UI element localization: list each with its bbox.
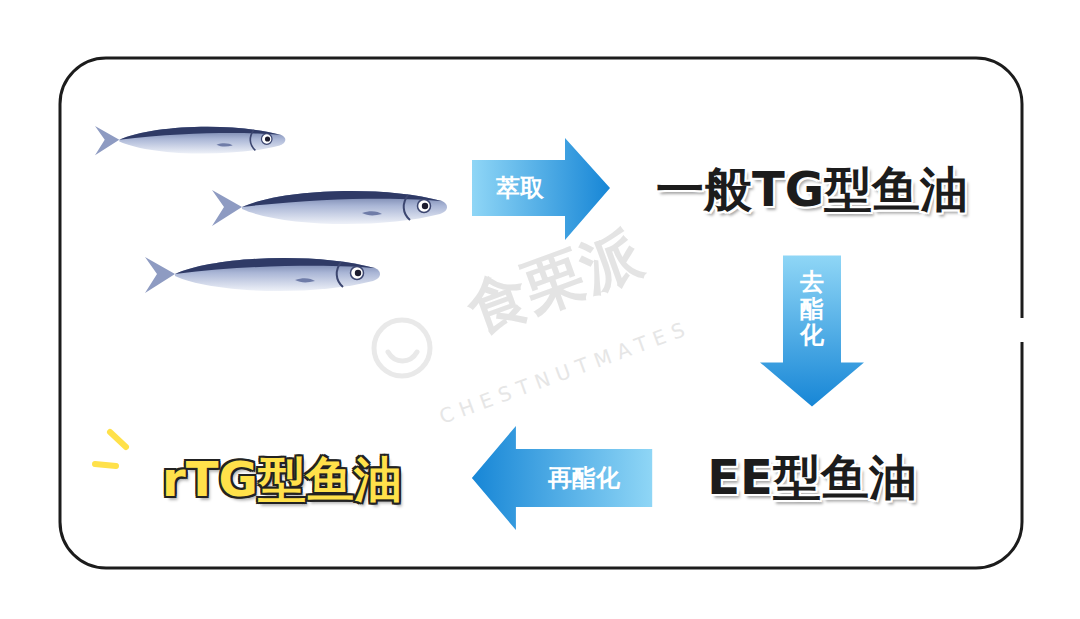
fish [95,126,285,155]
product-label: rTG型鱼油 [152,446,412,513]
sparkle [95,432,126,466]
arrow-label: 再酯化 [548,462,620,494]
arrow-label: 萃取 [496,172,544,204]
fish [212,190,447,226]
node-text: 一般TG型鱼油 [656,162,968,217]
watermark: 食栗派 [457,213,654,351]
watermark: CHESTNUTMATES [436,315,694,429]
arrow-label: 去酯化 [800,269,824,348]
node-text: rTG型鱼油 [162,452,402,507]
product-label: 一般TG型鱼油 [646,156,978,223]
watermark-logo [374,320,430,376]
extract-arrow [472,138,610,240]
process-arrow [472,426,652,530]
fish [145,257,380,293]
node-text: EE型鱼油 [707,450,917,505]
product-label: EE型鱼油 [697,444,927,511]
frame [60,58,1022,568]
process-arrow [760,256,864,407]
